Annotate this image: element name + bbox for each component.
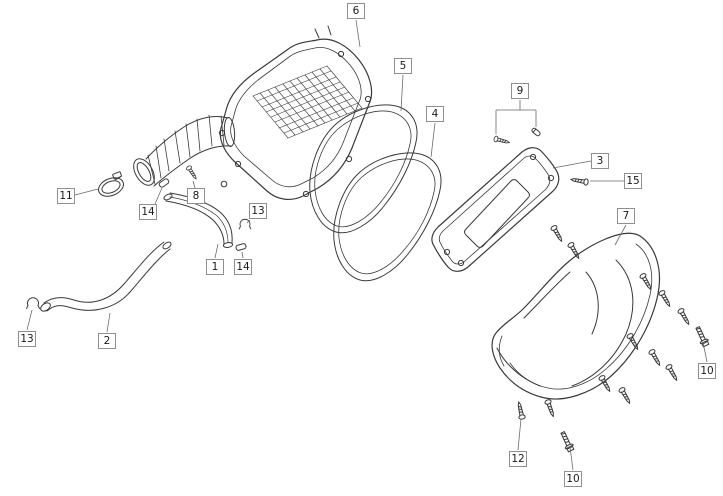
leader-lines (26, 19, 708, 471)
part-filter-element (333, 152, 442, 282)
callout-13a[interactable]: 13 (249, 203, 267, 219)
part-air-cleaner-case (133, 25, 373, 201)
screw-12 (515, 400, 527, 421)
part-fasteners-9 (492, 127, 541, 146)
part-outlet-hose (40, 241, 172, 312)
part-air-box-base (431, 147, 560, 272)
part-bolt-8 (185, 164, 199, 181)
callout-14b[interactable]: 14 (234, 259, 252, 275)
callout-3[interactable]: 3 (591, 153, 609, 169)
screw-15 (569, 175, 590, 187)
bolt-10b (693, 325, 711, 348)
callout-10a[interactable]: 10 (564, 471, 582, 487)
part-outer-cover (491, 232, 661, 400)
callout-2[interactable]: 2 (98, 333, 116, 349)
callout-13b[interactable]: 13 (18, 331, 36, 347)
callout-11[interactable]: 11 (57, 188, 75, 204)
callout-4[interactable]: 4 (426, 106, 444, 122)
callout-7[interactable]: 7 (617, 208, 635, 224)
part-intake-pipe (163, 192, 234, 248)
part-clip-13b (26, 297, 40, 309)
callout-6[interactable]: 6 (347, 3, 365, 19)
callout-15[interactable]: 15 (624, 173, 642, 189)
callout-12[interactable]: 12 (509, 451, 527, 467)
bolt-10a (558, 430, 576, 453)
callout-10b[interactable]: 10 (698, 363, 716, 379)
part-gasket-5 (309, 104, 418, 234)
callout-14a[interactable]: 14 (139, 204, 157, 220)
callout-8[interactable]: 8 (187, 188, 205, 204)
callout-1[interactable]: 1 (206, 259, 224, 275)
part-spacer-14a (158, 178, 170, 188)
callout-9[interactable]: 9 (511, 83, 529, 99)
part-spacer-14b (235, 243, 247, 251)
part-hose-clamp (98, 171, 124, 197)
parts-drawing (26, 25, 711, 453)
callout-5[interactable]: 5 (394, 58, 412, 74)
mounting-screws (515, 175, 711, 453)
